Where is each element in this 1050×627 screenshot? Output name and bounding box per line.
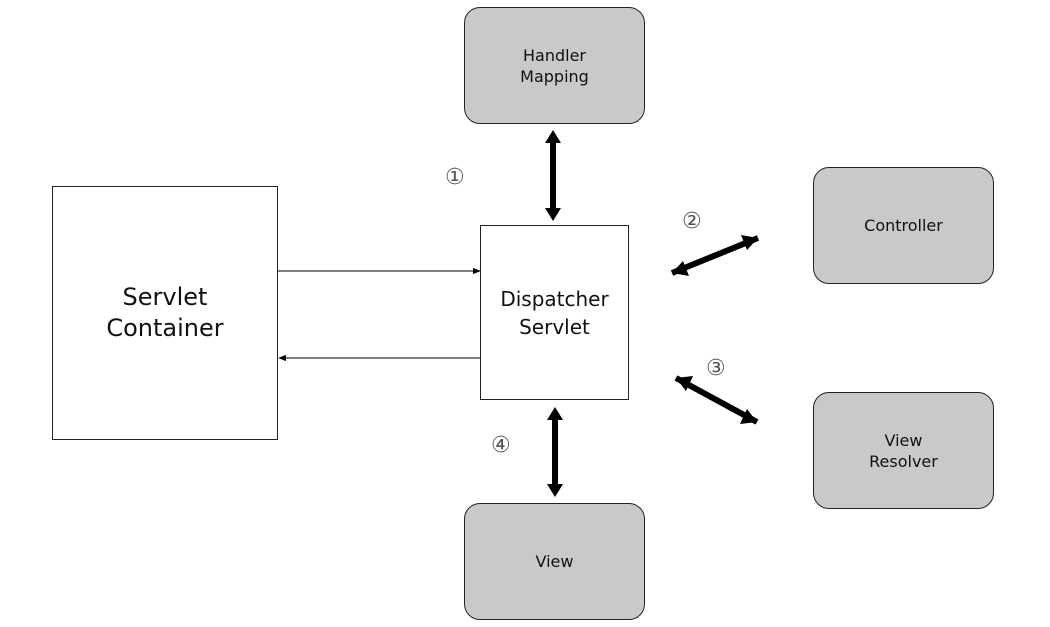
dispatcher-servlet-line1: Dispatcher [500, 286, 609, 311]
servlet-container-box: Servlet Container [52, 186, 278, 440]
handler-mapping-node: Handler Mapping [464, 7, 645, 124]
handler-mapping-line1: Handler [523, 45, 586, 65]
step-4-marker: ④ [491, 433, 511, 458]
handler-mapping-double-arrow [545, 130, 561, 221]
view-resolver-line1: View [884, 430, 923, 450]
dispatcher-servlet-box: Dispatcher Servlet [480, 225, 629, 400]
servlet-container-line2: Container [106, 314, 224, 342]
view-resolver-double-arrow [674, 375, 759, 425]
controller-double-arrow [670, 235, 760, 276]
controller-label: Controller [864, 216, 943, 235]
view-resolver-line2: Resolver [869, 451, 938, 471]
view-double-arrow [547, 407, 563, 497]
handler-mapping-line2: Mapping [520, 66, 589, 86]
servlet-container-line1: Servlet [122, 283, 208, 311]
view-resolver-node: View Resolver [813, 392, 994, 509]
step-2-marker: ② [682, 209, 702, 234]
controller-node: Controller [813, 167, 994, 284]
step-3-marker: ③ [706, 356, 726, 381]
view-node: View [464, 503, 645, 620]
step-1-marker: ① [445, 165, 465, 190]
view-label: View [535, 552, 574, 571]
dispatcher-servlet-line2: Servlet [519, 314, 590, 339]
